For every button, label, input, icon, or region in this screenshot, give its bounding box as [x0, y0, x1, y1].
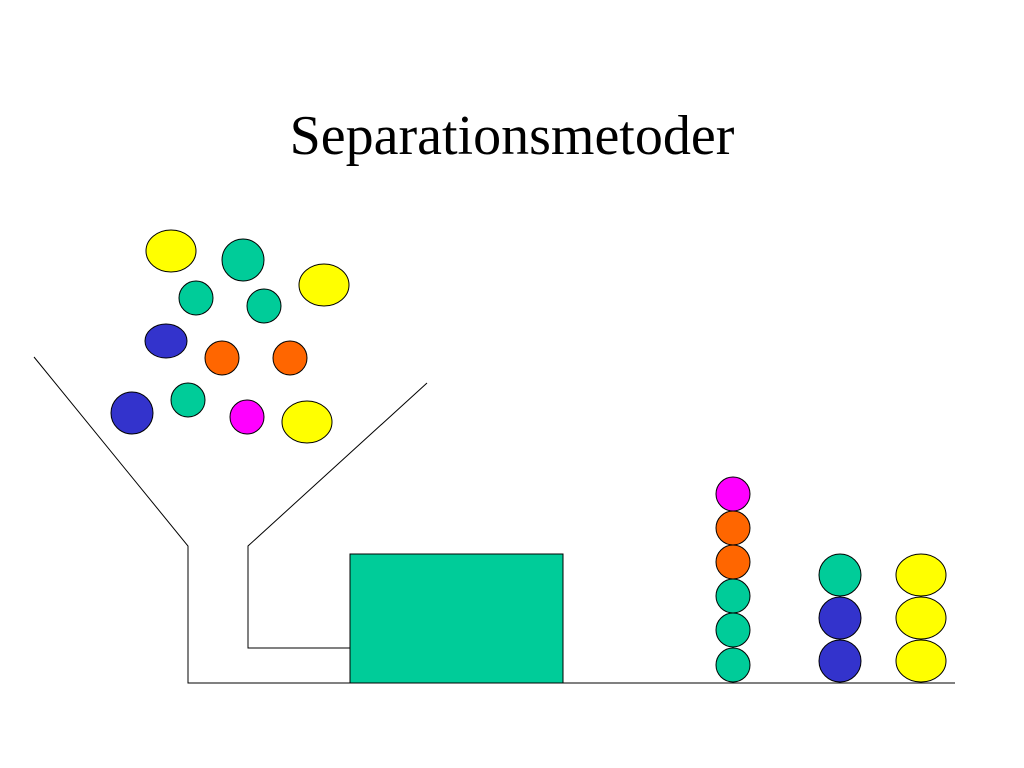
stack-ball-blue [818, 639, 862, 683]
funnel-left-wall [33, 356, 955, 684]
stack-ball-yellow [895, 639, 947, 683]
stack-ball-orange [715, 544, 751, 580]
stack-ball-yellow [895, 553, 947, 597]
stack-ball-teal [818, 553, 862, 597]
stack-ball-blue [818, 596, 862, 640]
ball-teal [221, 238, 265, 282]
stack-ball-magenta [715, 476, 751, 512]
ball-magenta [229, 399, 265, 435]
stack-medium-balls [818, 553, 862, 683]
ball-teal [178, 280, 214, 316]
stack-large-balls [895, 553, 947, 683]
ball-orange [204, 340, 240, 376]
separator-box [349, 553, 564, 684]
slide-title: Separationsmetoder [289, 105, 735, 167]
stack-ball-teal [715, 578, 751, 614]
mixed-balls [110, 229, 350, 444]
stack-ball-yellow [895, 596, 947, 640]
funnel-right-wall [247, 382, 428, 649]
ball-teal [170, 382, 206, 418]
ball-yellow [145, 229, 197, 273]
ball-yellow [298, 263, 350, 307]
ball-blue [110, 391, 154, 435]
stack-ball-orange [715, 510, 751, 546]
ball-orange [272, 340, 308, 376]
ball-yellow [281, 400, 333, 444]
ball-teal [246, 288, 282, 324]
stack-small-balls [715, 476, 751, 683]
ball-blue [144, 323, 188, 359]
stack-ball-teal [715, 612, 751, 648]
stack-ball-teal [715, 647, 751, 683]
